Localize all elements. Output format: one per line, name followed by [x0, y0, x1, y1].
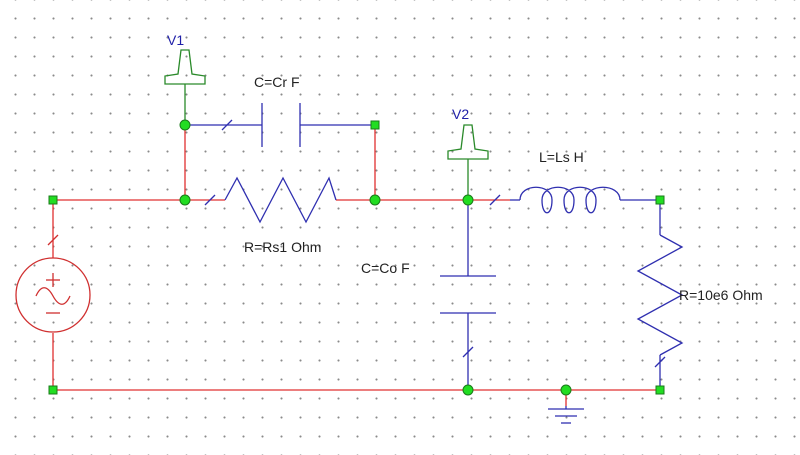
- probe-v1[interactable]: [164, 49, 206, 125]
- probe-v2[interactable]: [447, 124, 489, 200]
- capacitor-co-label: C=Co F: [361, 260, 410, 276]
- capacitor-cr-symbol[interactable]: [185, 103, 375, 147]
- resistor-load-symbol[interactable]: [636, 200, 684, 390]
- capacitor-co-symbol[interactable]: [440, 200, 496, 390]
- terminal-left-top[interactable]: [48, 195, 58, 205]
- resistor-rs1-symbol[interactable]: [204, 176, 337, 224]
- terminals: [48, 120, 665, 395]
- resistor-load-label: R=10e6 Ohm: [679, 287, 763, 303]
- probe-v1-label: V1: [167, 32, 184, 48]
- probe-v2-label: V2: [452, 106, 469, 122]
- probe-v2-icon: [447, 124, 489, 160]
- inductor-ls-symbol[interactable]: [489, 186, 660, 214]
- capacitor-cr-label: C=Cr F: [254, 74, 300, 90]
- node-v1-bottom[interactable]: [179, 194, 191, 206]
- terminal-right-top[interactable]: [655, 195, 665, 205]
- wires: [52, 125, 660, 406]
- node-co-bottom[interactable]: [462, 384, 474, 396]
- components: [185, 103, 684, 424]
- probe-v1-icon: [164, 49, 206, 85]
- node-v2[interactable]: [462, 194, 474, 206]
- terminal-cr-right[interactable]: [370, 120, 380, 130]
- node-ground[interactable]: [560, 384, 572, 396]
- node-rs1-right[interactable]: [369, 194, 381, 206]
- junction-nodes: [179, 119, 572, 396]
- resistor-rs1-label: R=Rs1 Ohm: [244, 239, 321, 255]
- ground-icon: [548, 406, 584, 424]
- node-v1-top[interactable]: [179, 119, 191, 131]
- inductor-ls-label: L=Ls H: [539, 149, 584, 165]
- ac-source-icon[interactable]: [15, 234, 91, 333]
- terminal-left-bottom[interactable]: [48, 385, 58, 395]
- terminal-right-bottom[interactable]: [655, 385, 665, 395]
